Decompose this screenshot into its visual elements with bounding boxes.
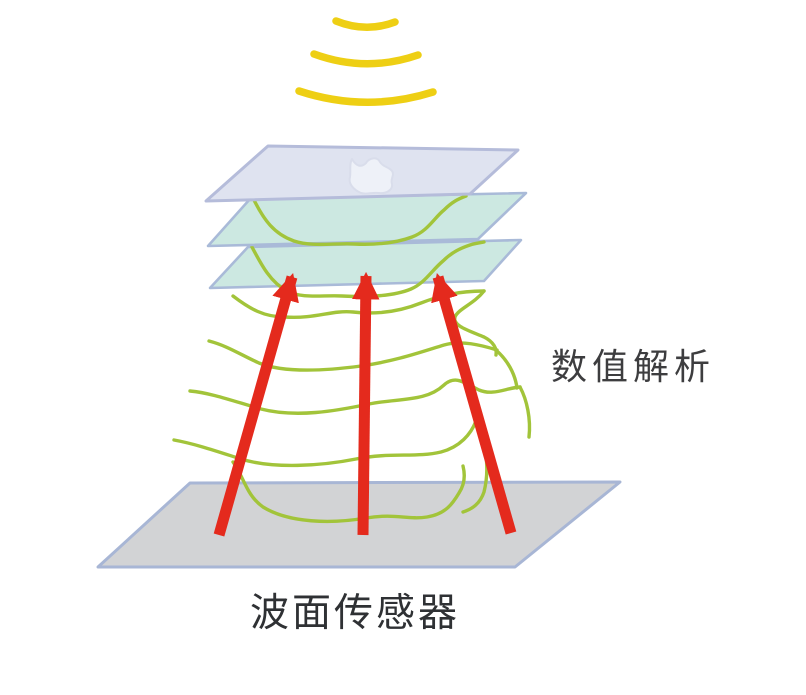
wavefront-line [172, 419, 478, 468]
light-arcs-icon [295, 17, 437, 106]
light-arc-large [295, 87, 437, 106]
wavefront-line [231, 460, 466, 524]
up-arrow-icon [431, 273, 517, 535]
light-arc-small [332, 17, 399, 31]
up-arrow-icon [351, 271, 380, 536]
wavefront-connector [495, 349, 519, 390]
wavefront-line-on-plane [252, 194, 468, 247]
label-numerical-analysis: 数值解析 [551, 346, 715, 387]
wavefront-connector [453, 289, 498, 357]
analysis-plane-stack [204, 144, 528, 299]
light-arc-medium [310, 50, 422, 68]
label-wavefront-sensor: 波面传感器 [250, 592, 460, 635]
distortion-blob-icon [348, 157, 394, 195]
up-arrow-icon [213, 273, 299, 537]
wavefront-connector [518, 385, 532, 439]
measurement-arrows [213, 271, 517, 537]
